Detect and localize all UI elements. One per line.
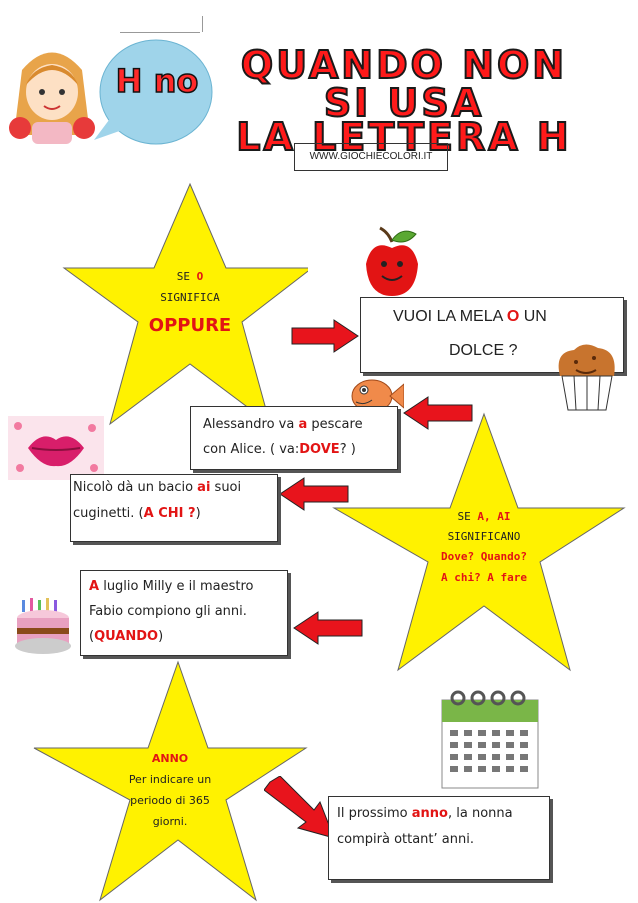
apple-illustration [366, 226, 418, 296]
star-o-line2: SIGNIFICA [160, 291, 220, 304]
cake-illustration [15, 598, 71, 654]
title-line-1: QUANDO NON [240, 43, 568, 87]
star-a-shape [332, 412, 626, 672]
star-anno-line2: Per indicare un [128, 773, 212, 786]
title-line-2: SI USA [323, 81, 485, 125]
box-luglio: A luglio Milly e il maestro Fabio compio… [80, 570, 288, 656]
box-pescare-line1: Alessandro va a pescare [203, 417, 363, 432]
star-a-line3: Dove? Quando? [440, 550, 528, 563]
box-anno-line2: compirà ottant’ anni. [337, 832, 474, 847]
star-o-shape [62, 182, 308, 426]
star-anno-line4: giorni. [152, 815, 188, 828]
arrow-left-2 [403, 396, 473, 430]
arrow-left-3 [279, 477, 349, 511]
box-luglio-line3: (QUANDO) [89, 629, 164, 644]
box-bacio-line2: cuginetti. (A CHI ?) [73, 506, 201, 521]
box-luglio-line2: Fabio compiono gli anni. [89, 604, 247, 619]
top-rule-tick [202, 16, 203, 32]
box-bacio: Nicolò dà un bacio ai suoi cuginetti. (A… [70, 474, 278, 542]
kiss-lips-illustration [8, 416, 104, 480]
star-a-line4: A chi? A fare [440, 571, 528, 584]
arrow-diagonal-5 [264, 776, 335, 839]
star-o-line1: SE O [176, 270, 204, 283]
box-mela-line1: VUOI LA MELA O UN [393, 308, 547, 325]
box-anno: Il prossimo anno, la nonna compirà ottan… [328, 796, 550, 880]
box-luglio-line1: A luglio Milly e il maestro [89, 579, 254, 594]
star-anno-line1: ANNO [151, 752, 189, 765]
star-o-line3: OPPURE [148, 315, 232, 336]
top-rule [120, 32, 200, 33]
star-a-line2: SIGNIFICANO [447, 530, 521, 543]
box-pescare: Alessandro va a pescare con Alice. ( va:… [190, 406, 398, 470]
calendar-illustration [441, 690, 539, 789]
star-anno-line3: periodo di 365 [130, 794, 210, 807]
girl-illustration [9, 52, 95, 144]
star-anno-shape [33, 660, 308, 902]
title-line-3: LA LETTERA H [235, 115, 572, 159]
box-anno-line1: Il prossimo anno, la nonna [337, 806, 513, 821]
arrow-right-1 [291, 319, 359, 353]
website-box: WWW.GIOCHIECOLORI.IT [294, 143, 448, 171]
arrow-left-4 [293, 611, 363, 645]
speech-bubble [94, 39, 213, 145]
box-pescare-line2: con Alice. ( va:DOVE? ) [203, 442, 356, 457]
star-a-line1: SE A, AI [457, 510, 511, 523]
bubble-text: H no [115, 61, 199, 101]
muffin-illustration [558, 344, 615, 411]
box-mela-line2: DOLCE ? [449, 342, 518, 359]
box-bacio-line1: Nicolò dà un bacio ai suoi [73, 480, 242, 495]
